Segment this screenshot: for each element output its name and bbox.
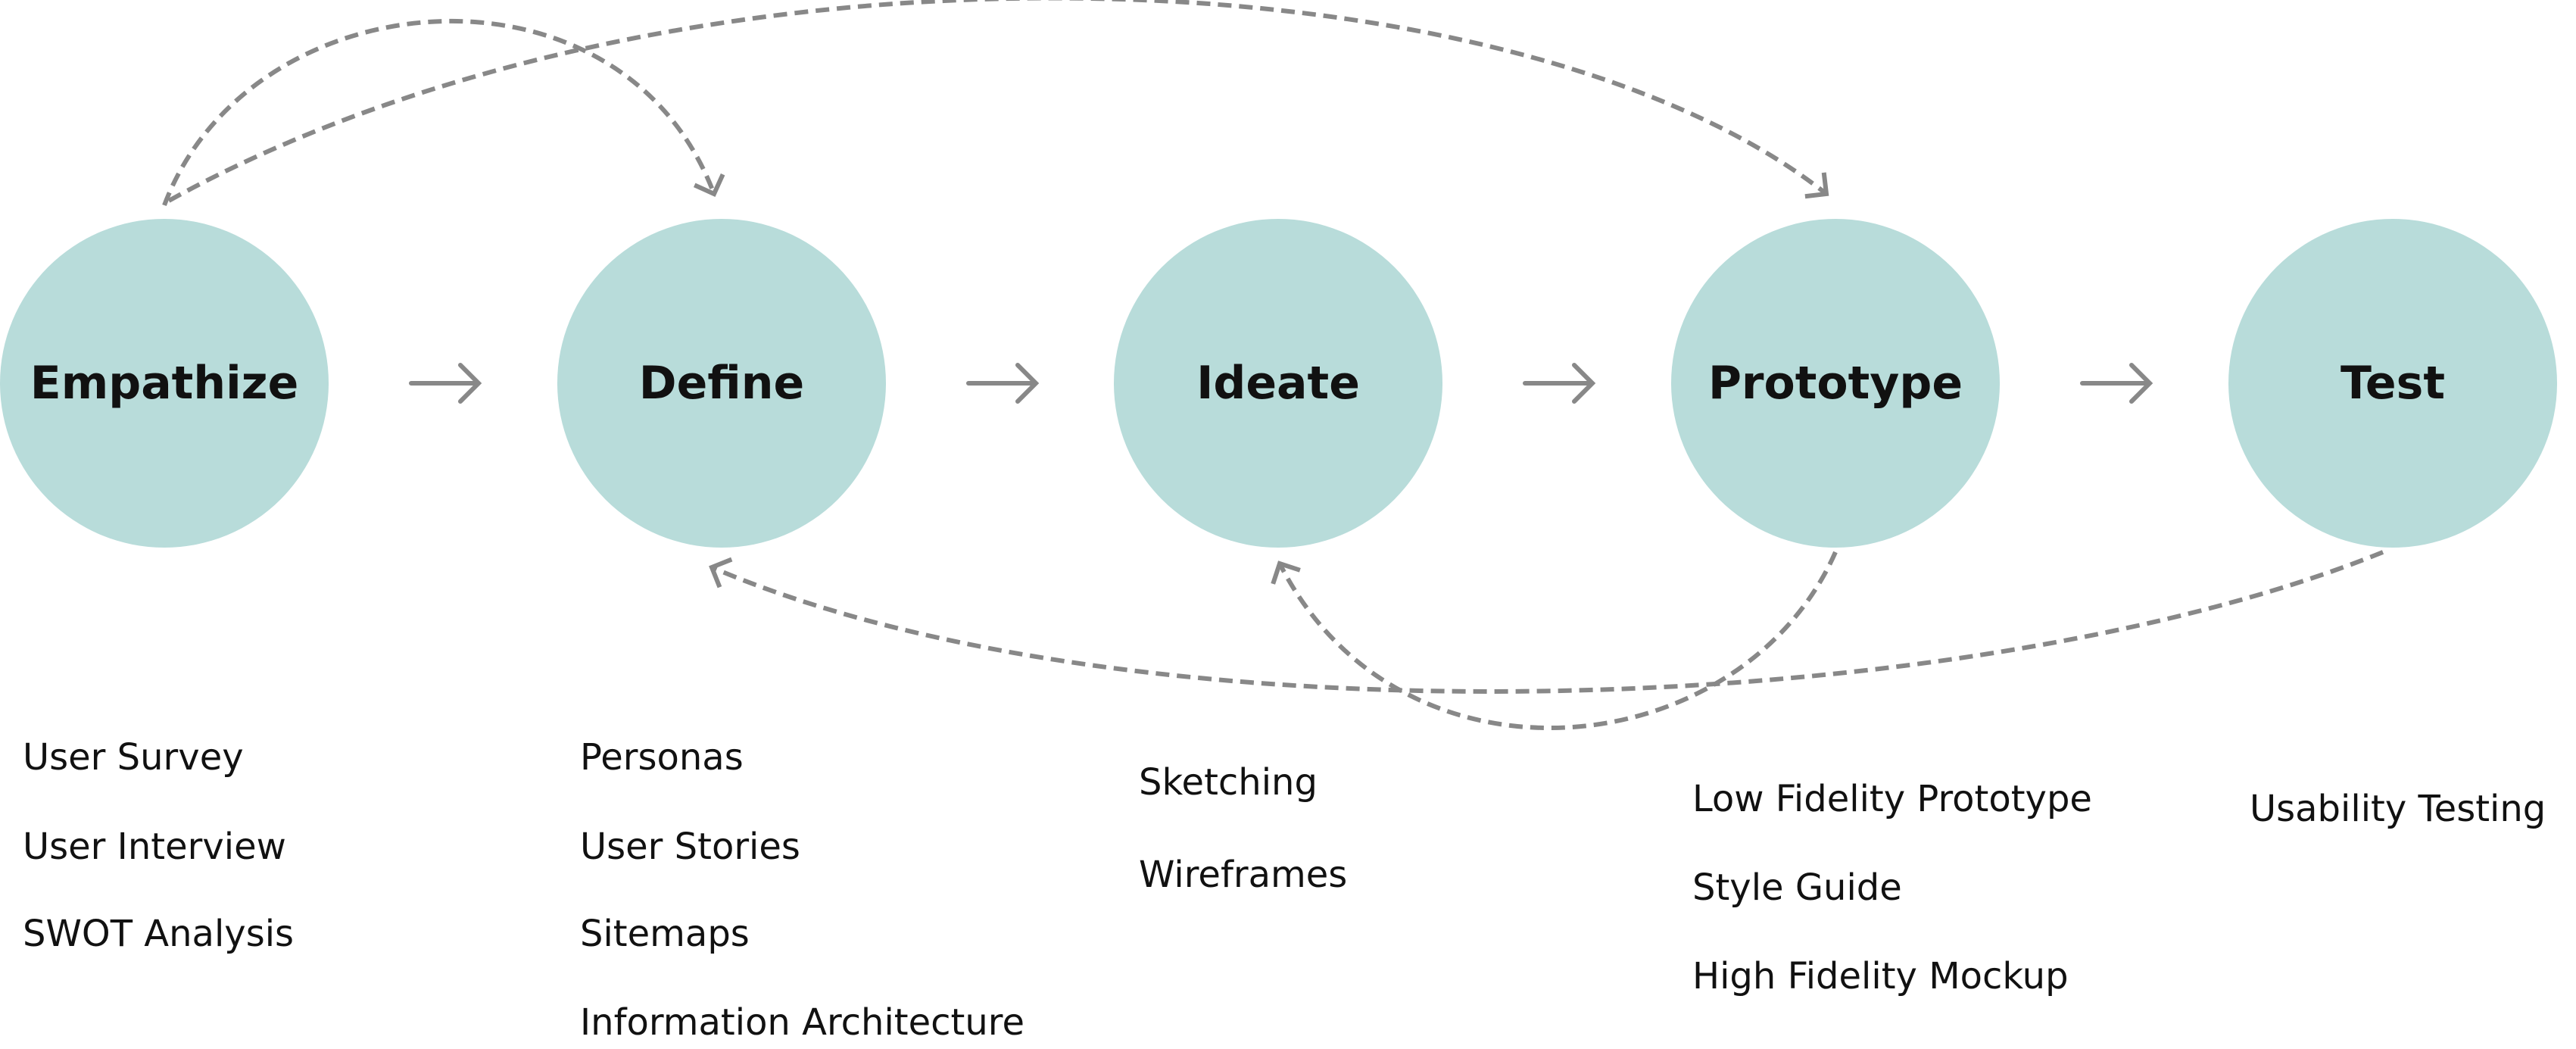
method-item: Low Fidelity Prototype: [1692, 778, 2092, 820]
arrow-right-icon: [409, 363, 482, 404]
loop-test-to-define: [709, 550, 2384, 694]
method-item: Sketching: [1139, 761, 1318, 804]
method-item: Usability Testing: [2250, 788, 2546, 830]
method-item: High Fidelity Mockup: [1692, 955, 2069, 997]
stage-label: Empathize: [30, 357, 299, 410]
method-item: Style Guide: [1692, 866, 1902, 909]
stage-test: Test: [2228, 219, 2557, 548]
stage-ideate: Ideate: [1114, 219, 1442, 548]
method-item: SWOT Analysis: [23, 913, 295, 955]
method-item: Wireframes: [1139, 854, 1348, 896]
stage-empathize: Empathize: [0, 219, 329, 548]
stage-label: Test: [2341, 357, 2445, 410]
method-item: User Survey: [23, 736, 244, 779]
loop-empathize-to-prototype: [167, 0, 1829, 203]
arrow-right-icon: [1523, 363, 1596, 404]
stage-label: Define: [639, 357, 804, 410]
loop-prototype-to-ideate: [1271, 551, 1838, 731]
method-item: Personas: [580, 736, 744, 779]
loop-empathize-to-define: [162, 18, 725, 207]
method-item: User Interview: [23, 826, 286, 868]
stage-label: Ideate: [1196, 357, 1360, 410]
stage-label: Prototype: [1708, 357, 1963, 410]
stage-define: Define: [557, 219, 886, 548]
method-item: Sitemaps: [580, 913, 750, 955]
arrow-right-icon: [2080, 363, 2153, 404]
stage-prototype: Prototype: [1671, 219, 2000, 548]
method-item: User Stories: [580, 826, 800, 868]
arrow-right-icon: [966, 363, 1040, 404]
method-item: Information Architecture: [580, 1001, 1024, 1044]
